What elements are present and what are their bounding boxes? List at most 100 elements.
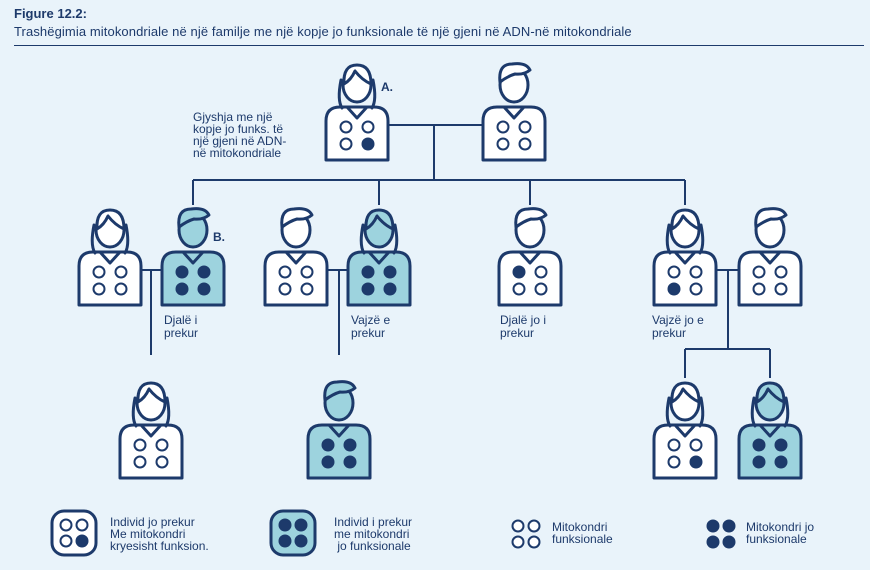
person-collar xyxy=(345,105,369,120)
mito-functional xyxy=(689,265,703,279)
person-body xyxy=(652,250,718,307)
person-body xyxy=(324,105,390,162)
person-gen3-daughter-unaffected-child2 xyxy=(737,381,803,480)
person-hair-long xyxy=(359,223,399,255)
mito-functional xyxy=(752,265,766,279)
mito-functional xyxy=(361,120,375,134)
mito-nonfunctional xyxy=(361,282,375,296)
mito-functional xyxy=(133,438,147,452)
person-body xyxy=(306,423,372,480)
person-gen3-daughter-unaffected-child1 xyxy=(652,381,718,480)
person-collar xyxy=(758,250,782,265)
person-collar xyxy=(181,250,205,265)
person-label-line: Djalë jo i xyxy=(500,313,546,327)
person-gen2-daughter-affected-husband xyxy=(263,207,329,307)
person-hair xyxy=(177,207,211,229)
person-body xyxy=(481,105,547,162)
mito-functional xyxy=(511,519,525,533)
person-body xyxy=(652,423,718,480)
mito-nonfunctional xyxy=(512,265,526,279)
person-gen1-grandmother xyxy=(324,63,390,162)
pedigree-persons xyxy=(77,62,803,480)
legend-label-line: Mitokondri jo xyxy=(746,520,814,534)
header-divider xyxy=(14,45,864,46)
mito-functional xyxy=(534,265,548,279)
person-hair-long xyxy=(90,223,130,255)
mito-functional xyxy=(114,282,128,296)
grandmother-note-line: në mitokondriale xyxy=(193,146,281,160)
person-collar xyxy=(139,423,163,438)
person-hair-long xyxy=(665,396,705,428)
mito-functional xyxy=(300,265,314,279)
mito-nonfunctional xyxy=(774,455,788,469)
mito-nonfunctional xyxy=(278,518,292,532)
legend-label-line: Me mitokondri xyxy=(110,527,185,541)
mito-functional xyxy=(59,518,73,532)
person-hair xyxy=(754,207,788,229)
figure-label: Figure 12.2: xyxy=(14,6,87,21)
mito-nonfunctional xyxy=(706,535,720,549)
person-hair-long xyxy=(665,223,705,255)
person-body xyxy=(346,250,412,307)
mito-functional xyxy=(527,535,541,549)
person-gen2-daughter-affected xyxy=(346,208,412,307)
person-label-line: Djalë i xyxy=(164,313,197,327)
person-collar xyxy=(284,250,308,265)
person-gen2-son-affected xyxy=(160,207,226,307)
mito-functional xyxy=(155,438,169,452)
legend-label-line: Mitokondri xyxy=(552,520,607,534)
mito-functional xyxy=(496,120,510,134)
person-hair xyxy=(498,62,532,84)
grandmother-note-line: një gjeni në ADN- xyxy=(193,134,286,148)
person-gen1-grandfather xyxy=(481,62,547,162)
mito-nonfunctional xyxy=(175,282,189,296)
person-label-line: prekur xyxy=(500,326,534,340)
figure-caption: Trashëgimia mitokondriale në një familje… xyxy=(14,24,632,39)
person-gen2-son-affected-wife xyxy=(77,208,143,307)
mito-nonfunctional xyxy=(722,535,736,549)
person-hair xyxy=(342,63,373,86)
mito-functional xyxy=(527,519,541,533)
mito-functional xyxy=(752,282,766,296)
mito-nonfunctional xyxy=(197,265,211,279)
mito-functional xyxy=(774,265,788,279)
mito-nonfunctional xyxy=(361,265,375,279)
mito-functional xyxy=(300,282,314,296)
mito-functional xyxy=(278,282,292,296)
person-body xyxy=(160,250,226,307)
grandmother-note-line: Gjyshja me një xyxy=(193,110,273,124)
mito-functional xyxy=(59,534,73,548)
legend-label-line: me mitokondri xyxy=(334,527,409,541)
mito-nonfunctional xyxy=(774,438,788,452)
mito-functional xyxy=(339,120,353,134)
mito-functional xyxy=(92,282,106,296)
mito-nonfunctional xyxy=(294,518,308,532)
person-collar xyxy=(673,250,697,265)
mito-nonfunctional xyxy=(752,455,766,469)
mito-nonfunctional xyxy=(343,455,357,469)
person-gen2-daughter-unaffected-husband xyxy=(737,207,803,307)
person-collar xyxy=(673,423,697,438)
mito-nonfunctional xyxy=(752,438,766,452)
mito-functional xyxy=(774,282,788,296)
person-gen3-son-affected-child xyxy=(118,381,184,480)
person-label-line: prekur xyxy=(652,326,686,340)
person-label-line: Vajzë e xyxy=(351,313,390,327)
mito-nonfunctional xyxy=(343,438,357,452)
person-body xyxy=(737,250,803,307)
mito-functional xyxy=(92,265,106,279)
person-collar xyxy=(758,423,782,438)
mito-nonfunctional xyxy=(321,438,335,452)
